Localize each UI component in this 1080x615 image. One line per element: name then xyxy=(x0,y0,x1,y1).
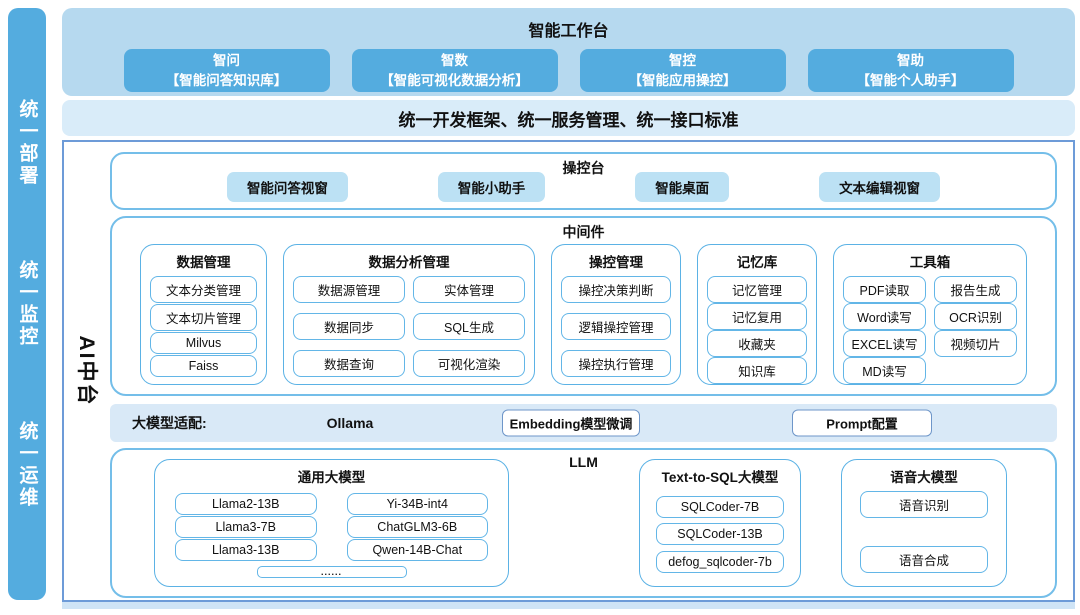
module-box: 数据源管理 xyxy=(293,276,405,303)
module-box: 知识库 xyxy=(707,357,807,384)
model-box: Llama3-13B xyxy=(175,539,317,561)
model-box: Yi-34B-int4 xyxy=(346,493,488,515)
model-adapter-row: 大模型适配: Ollama Embedding模型微调 Prompt配置 xyxy=(110,404,1057,442)
app-name: 智数 xyxy=(441,52,468,68)
sidebar-item-unified-ops: 统一运维 xyxy=(16,420,38,509)
module-box: 操控决策判断 xyxy=(561,276,671,303)
adapter-item-ollama: Ollama xyxy=(326,415,374,431)
model-adapter-label: 大模型适配: xyxy=(132,415,207,431)
app-tile-zhikong: 智控 【智能应用操控】 xyxy=(579,49,786,92)
adapter-item-embedding-finetune: Embedding模型微调 xyxy=(502,409,640,437)
group-control-management: 操控管理 操控决策判断逻辑操控管理操控执行管理 xyxy=(551,244,681,385)
group-title: 数据分析管理 xyxy=(368,255,450,270)
module-box: 逻辑操控管理 xyxy=(561,313,671,340)
app-tile-zhishu: 智数 【智能可视化数据分析】 xyxy=(351,49,558,92)
app-tile-zhiwen: 智问 【智能问答知识库】 xyxy=(123,49,330,92)
group-items: 操控决策判断逻辑操控管理操控执行管理 xyxy=(561,276,671,377)
group-items: PDF读取报告生成 Word读写 OCR识别 EXCEL读写视频切片 MD读写 xyxy=(843,276,1017,384)
group-items: SQLCoder-7B SQLCoder-13B defog_sqlcoder-7b xyxy=(654,491,786,578)
console-item: 智能桌面 xyxy=(635,172,730,202)
model-box: defog_sqlcoder-7b xyxy=(656,551,784,574)
workbench-title: 智能工作台 xyxy=(528,23,609,40)
app-desc: 【智能问答知识库】 xyxy=(165,72,288,88)
standards-banner: 统一开发框架、统一服务管理、统一接口标准 xyxy=(62,100,1075,136)
module-box: OCR识别 xyxy=(934,303,1017,330)
smart-workbench-panel: 智能工作台 智问 【智能问答知识库】 智数 【智能可视化数据分析】 智控 【智能… xyxy=(62,8,1075,96)
model-box: 语音合成 xyxy=(860,546,988,573)
app-name: 智控 xyxy=(669,52,696,68)
sidebar-item-unified-deploy: 统一部署 xyxy=(16,99,38,188)
module-box: 操控执行管理 xyxy=(561,350,671,377)
module-box: 数据同步 xyxy=(293,313,405,340)
module-box: EXCEL读写 xyxy=(843,330,926,357)
module-box: 文本分类管理 xyxy=(150,276,257,303)
console-layer: 操控台 智能问答视窗 智能小助手 智能桌面 文本编辑视窗 xyxy=(110,152,1057,210)
model-box: ChatGLM3-6B xyxy=(346,516,488,538)
sidebar-item-unified-monitor: 统一监控 xyxy=(16,259,38,348)
app-desc: 【智能个人助手】 xyxy=(856,72,965,88)
module-box: 报告生成 xyxy=(934,276,1017,303)
module-box: 文本切片管理 xyxy=(150,304,257,331)
module-box: Faiss xyxy=(150,355,257,377)
model-box: SQLCoder-13B xyxy=(656,523,784,546)
group-title: 通用大模型 xyxy=(297,470,366,485)
workbench-apps-row: 智问 【智能问答知识库】 智数 【智能可视化数据分析】 智控 【智能应用操控】 … xyxy=(62,49,1075,92)
console-item: 智能问答视窗 xyxy=(226,172,348,202)
group-title: 语音大模型 xyxy=(890,470,958,485)
group-text-to-sql-llm: Text-to-SQL大模型 SQLCoder-7B SQLCoder-13B de… xyxy=(639,459,801,587)
console-item: 文本编辑视窗 xyxy=(819,172,941,202)
group-memory-store: 记忆库 记忆管理记忆复用收藏夹知识库 xyxy=(697,244,817,385)
app-desc: 【智能应用操控】 xyxy=(628,72,737,88)
module-box: 实体管理 xyxy=(413,276,525,303)
module-box: 记忆复用 xyxy=(707,303,807,330)
middleware-title: 中间件 xyxy=(562,224,605,240)
model-box: Llama2-13B xyxy=(175,493,317,515)
group-title: Text-to-SQL大模型 xyxy=(661,470,779,485)
console-items: 智能问答视窗 智能小助手 智能桌面 文本编辑视窗 xyxy=(112,172,1055,202)
module-box: Milvus xyxy=(150,332,257,354)
group-items: 数据源管理实体管理数据同步 SQL生成数据查询可视化渲染 xyxy=(293,276,525,377)
module-box: Word读写 xyxy=(843,303,926,330)
module-box: 收藏夹 xyxy=(707,330,807,357)
group-speech-llm: 语音大模型 语音识别语音合成 xyxy=(841,459,1007,587)
group-items: 记忆管理记忆复用收藏夹知识库 xyxy=(707,276,807,384)
model-box: Llama3-7B xyxy=(175,516,317,538)
module-box: MD读写 xyxy=(843,357,926,384)
module-box: PDF读取 xyxy=(843,276,926,303)
model-box: Qwen-14B-Chat xyxy=(346,539,488,561)
group-data-analysis: 数据分析管理 数据源管理实体管理数据同步 SQL生成数据查询可视化渲染 xyxy=(283,244,535,385)
module-box: 数据查询 xyxy=(293,350,405,377)
module-box: 记忆管理 xyxy=(707,276,807,303)
model-box: 语音识别 xyxy=(860,491,988,518)
group-title: 记忆库 xyxy=(736,255,778,270)
left-sidebar: 统一部署 统一监控 统一运维 xyxy=(8,8,46,600)
console-title: 操控台 xyxy=(562,160,605,176)
ai-platform-frame: AI中台 操控台 智能问答视窗 智能小助手 智能桌面 文本编辑视窗 中间件 数据管理 … xyxy=(62,140,1075,602)
module-box: SQL生成 xyxy=(413,313,525,340)
group-title: 工具箱 xyxy=(909,255,951,270)
adapter-item-prompt-config: Prompt配置 xyxy=(792,409,932,437)
model-box: SQLCoder-7B xyxy=(656,495,784,518)
group-toolbox: 工具箱 PDF读取报告生成 Word读写 OCR识别 EXCEL读写视频切片 MD读写 xyxy=(833,244,1027,385)
app-desc: 【智能可视化数据分析】 xyxy=(380,72,529,88)
more-models-box: ...... xyxy=(256,566,407,578)
module-box: 视频切片 xyxy=(934,330,1017,357)
app-tile-zhizhu: 智助 【智能个人助手】 xyxy=(807,49,1014,92)
app-name: 智助 xyxy=(897,52,924,68)
group-title: 数据管理 xyxy=(176,255,231,270)
app-name: 智问 xyxy=(213,52,240,68)
console-item: 智能小助手 xyxy=(437,172,546,202)
llm-title: LLM xyxy=(569,454,598,470)
ai-platform-label: AI中台 xyxy=(75,335,98,407)
group-items: 语音识别语音合成 xyxy=(856,491,992,583)
module-box: 可视化渲染 xyxy=(413,350,525,377)
group-title: 操控管理 xyxy=(589,255,643,270)
